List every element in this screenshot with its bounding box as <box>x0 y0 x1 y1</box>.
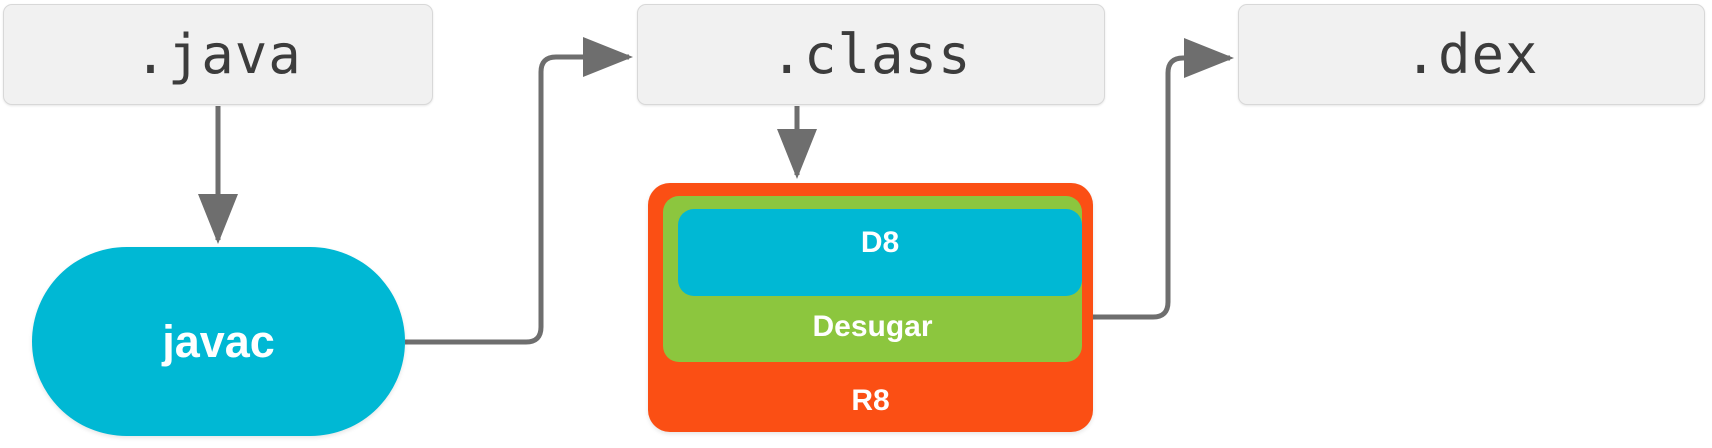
node-class-file[interactable]: .class <box>637 4 1105 105</box>
node-dex-file[interactable]: .dex <box>1238 4 1705 105</box>
node-javac-label: javac <box>162 316 275 367</box>
node-java-file[interactable]: .java <box>3 4 433 105</box>
edge-r8-to-dex <box>1093 38 1235 320</box>
node-class-file-label: .class <box>770 22 972 86</box>
node-d8[interactable]: D8 <box>678 209 1082 296</box>
node-d8-label: D8 <box>860 225 900 259</box>
edge-javac-to-class <box>405 37 634 345</box>
node-dex-file-label: .dex <box>1404 22 1539 86</box>
node-desugar[interactable]: D8 Desugar <box>663 196 1082 362</box>
node-java-file-label: .java <box>134 22 302 86</box>
node-r8[interactable]: D8 Desugar R8 <box>648 183 1093 432</box>
node-r8-label: R8 <box>851 384 890 417</box>
node-desugar-label: Desugar <box>812 310 933 343</box>
node-javac[interactable]: javac <box>32 247 405 436</box>
